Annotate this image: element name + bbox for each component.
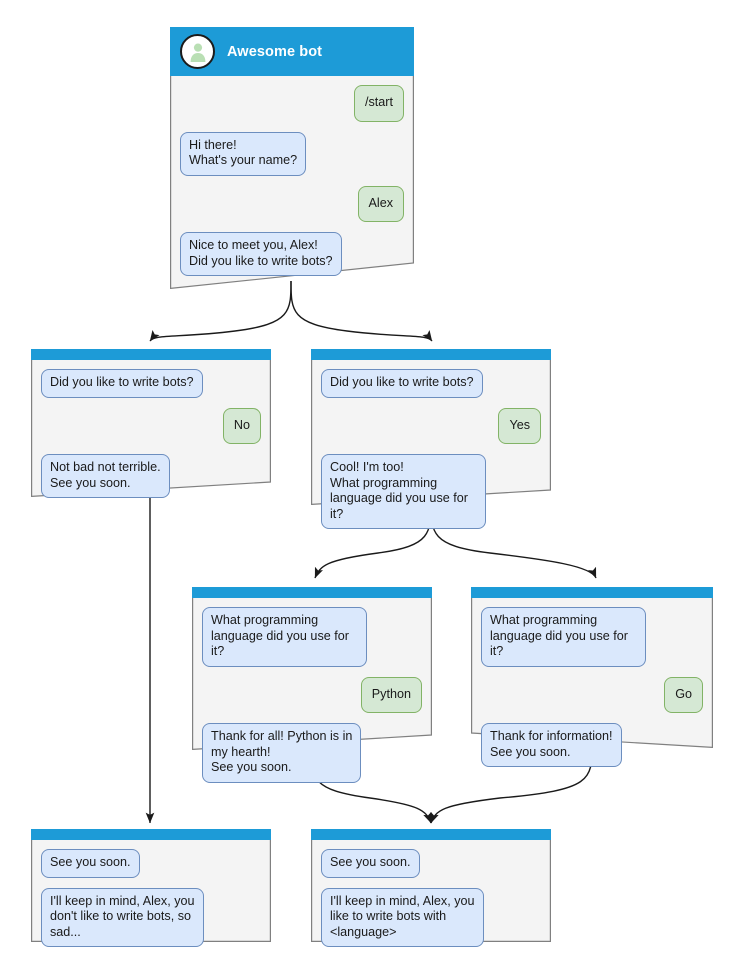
user-message-bubble: Python	[360, 676, 422, 713]
message-list: What programming language did you use fo…	[192, 598, 432, 803]
bot-message-bubble: Not bad not terrible. See you soon.	[41, 454, 170, 498]
user-avatar-icon	[180, 34, 215, 69]
bot-message-bubble: Thank for all! Python is in my hearth! S…	[202, 723, 362, 783]
bot-message-bubble: Nice to meet you, Alex! Did you like to …	[180, 232, 342, 276]
bot-message-bubble: Did you like to write bots?	[321, 369, 483, 398]
message-row: See you soon.	[321, 849, 541, 878]
message-list: Did you like to write bots? No Not bad n…	[31, 360, 271, 518]
bot-message-bubble: What programming language did you use fo…	[202, 607, 367, 667]
message-row: Yes	[321, 407, 541, 444]
user-message-bubble: /start	[354, 85, 404, 122]
message-row: I'll keep in mind, Alex, you like to wri…	[321, 887, 541, 947]
user-message-bubble: No	[222, 407, 261, 444]
message-row: Nice to meet you, Alex! Did you like to …	[180, 232, 404, 276]
message-row: What programming language did you use fo…	[481, 607, 703, 667]
message-row: I'll keep in mind, Alex, you don't like …	[41, 887, 261, 947]
chat-node-branch-go[interactable]: What programming language did you use fo…	[471, 587, 713, 767]
message-row: See you soon.	[41, 849, 261, 878]
message-row: Not bad not terrible. See you soon.	[41, 454, 261, 498]
message-row: Thank for information! See you soon.	[481, 723, 703, 767]
bot-message-bubble: I'll keep in mind, Alex, you don't like …	[41, 887, 204, 947]
bot-message-bubble: Hi there! What's your name?	[180, 131, 307, 176]
message-row: Python	[202, 676, 422, 713]
chat-node-end-happy[interactable]: See you soon. I'll keep in mind, Alex, y…	[311, 829, 551, 947]
bot-message-bubble: Did you like to write bots?	[41, 369, 203, 398]
user-message-bubble: Go	[664, 676, 703, 713]
user-message-bubble: Alex	[357, 185, 404, 222]
message-list: See you soon. I'll keep in mind, Alex, y…	[31, 840, 271, 967]
chat-node-root[interactable]: Awesome bot /start Hi there! What's your…	[170, 27, 414, 289]
chat-node-branch-no[interactable]: Did you like to write bots? No Not bad n…	[31, 349, 271, 498]
node-header-bar	[31, 349, 271, 360]
bot-message-bubble: Cool! I'm too! What programming language…	[321, 454, 486, 529]
bot-message-bubble: What programming language did you use fo…	[481, 607, 646, 667]
node-header-bar	[192, 587, 432, 598]
message-list: What programming language did you use fo…	[471, 598, 713, 787]
node-title: Awesome bot	[227, 43, 323, 60]
message-row: Did you like to write bots?	[41, 369, 261, 398]
bot-message-bubble: I'll keep in mind, Alex, you like to wri…	[321, 887, 484, 947]
message-row: Thank for all! Python is in my hearth! S…	[202, 723, 422, 783]
node-header-bar: Awesome bot	[170, 27, 414, 76]
message-row: /start	[180, 85, 404, 122]
chat-node-end-sad[interactable]: See you soon. I'll keep in mind, Alex, y…	[31, 829, 271, 947]
user-message-bubble: Yes	[498, 407, 541, 444]
message-row: Cool! I'm too! What programming language…	[321, 454, 541, 529]
chat-node-branch-python[interactable]: What programming language did you use fo…	[192, 587, 432, 783]
message-list: /start Hi there! What's your name? Alex …	[170, 76, 414, 296]
message-row: No	[41, 407, 261, 444]
node-header-bar	[471, 587, 713, 598]
message-list: Did you like to write bots? Yes Cool! I'…	[311, 360, 551, 549]
message-row: Go	[481, 676, 703, 713]
message-row: Alex	[180, 185, 404, 222]
message-row: Hi there! What's your name?	[180, 131, 404, 176]
bot-message-bubble: See you soon.	[41, 849, 140, 878]
node-header-bar	[311, 829, 551, 840]
message-row: What programming language did you use fo…	[202, 607, 422, 667]
bot-message-bubble: Thank for information! See you soon.	[481, 723, 622, 767]
message-row: Did you like to write bots?	[321, 369, 541, 398]
bot-message-bubble: See you soon.	[321, 849, 420, 878]
node-header-bar	[31, 829, 271, 840]
message-list: See you soon. I'll keep in mind, Alex, y…	[311, 840, 551, 967]
chat-node-branch-yes[interactable]: Did you like to write bots? Yes Cool! I'…	[311, 349, 551, 529]
node-header-bar	[311, 349, 551, 360]
